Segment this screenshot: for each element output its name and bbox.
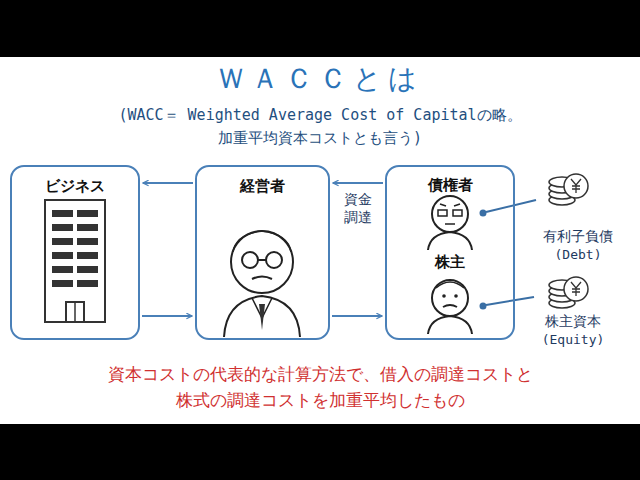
flow-arrow [142,315,192,317]
manager-tie [259,304,265,330]
manager-head [231,231,293,293]
leader-dot [480,303,487,310]
subtitle: (WACC＝ Weighted Average Cost of Capitalの… [85,104,555,149]
leader-line [486,297,534,305]
creditor-brow [440,204,446,206]
manager-figure [224,231,300,337]
flow-arrow [143,182,193,184]
yen-symbol [571,282,581,296]
bottom-bar [0,424,640,480]
manager-glass [242,252,258,268]
shareholder-hair [436,282,464,288]
manager-hair [233,231,291,252]
balance-label: (Equity) [525,330,621,350]
creditor-glass [453,210,462,216]
balance-label: (Debt) [530,245,626,265]
building-icon [45,200,105,322]
manager-mouth [252,277,272,280]
shareholder-head [432,280,468,316]
creditor-body [428,232,472,250]
manager-glass [266,252,282,268]
building-window [52,224,73,231]
title: ＷＡＣＣとは [0,60,640,98]
leader-line [486,200,536,212]
caption: 資本コストの代表的な計算方法で、借入の調達コストと 株式の調達コストを加重平均し… [90,362,550,413]
leader-dot [480,210,487,217]
building-window [77,252,98,259]
shareholder-body [428,316,472,334]
shareholder-figure [428,280,472,334]
creditor-head [432,196,468,232]
building-window [77,266,98,273]
building-window [52,210,73,217]
building-window [52,252,73,259]
actor-box: 経営者 [195,165,330,340]
actor-box: ビジネス [10,165,140,340]
flow-arrow [333,182,383,184]
creditor-glass [438,210,447,216]
node-title: 経営者 [197,177,328,196]
edge-label: 資金 調達 [341,191,375,226]
building-window [52,266,73,273]
balance-label: 株主資本 [525,311,621,332]
node-title: 債権者 [387,176,513,195]
coin-face [564,174,588,198]
yen-symbol [571,179,581,193]
creditor-brow [454,204,460,206]
building-window [52,280,73,287]
glasses-bridge [258,259,266,261]
coin-face [564,277,588,301]
building-window [77,210,98,217]
shareholder-eye [442,294,446,298]
shareholder-moustache [443,305,457,307]
top-bar [0,0,640,57]
balance-label: 有利子負債 [530,226,626,247]
building-window [77,224,98,231]
building-window [52,238,73,245]
node-title: ビジネス [12,177,138,196]
creditor-figure [428,196,472,250]
building-window [77,238,98,245]
creditor-mouth [445,223,455,225]
shareholder-eye [454,294,458,298]
flow-arrow [332,315,382,317]
building-outline [45,200,105,322]
door-split [74,302,76,322]
building-window [77,280,98,287]
actor-box: 債権者株主 [385,165,515,340]
manager-body [224,296,300,337]
node-title: 株主 [387,253,513,272]
building-door [66,302,84,322]
